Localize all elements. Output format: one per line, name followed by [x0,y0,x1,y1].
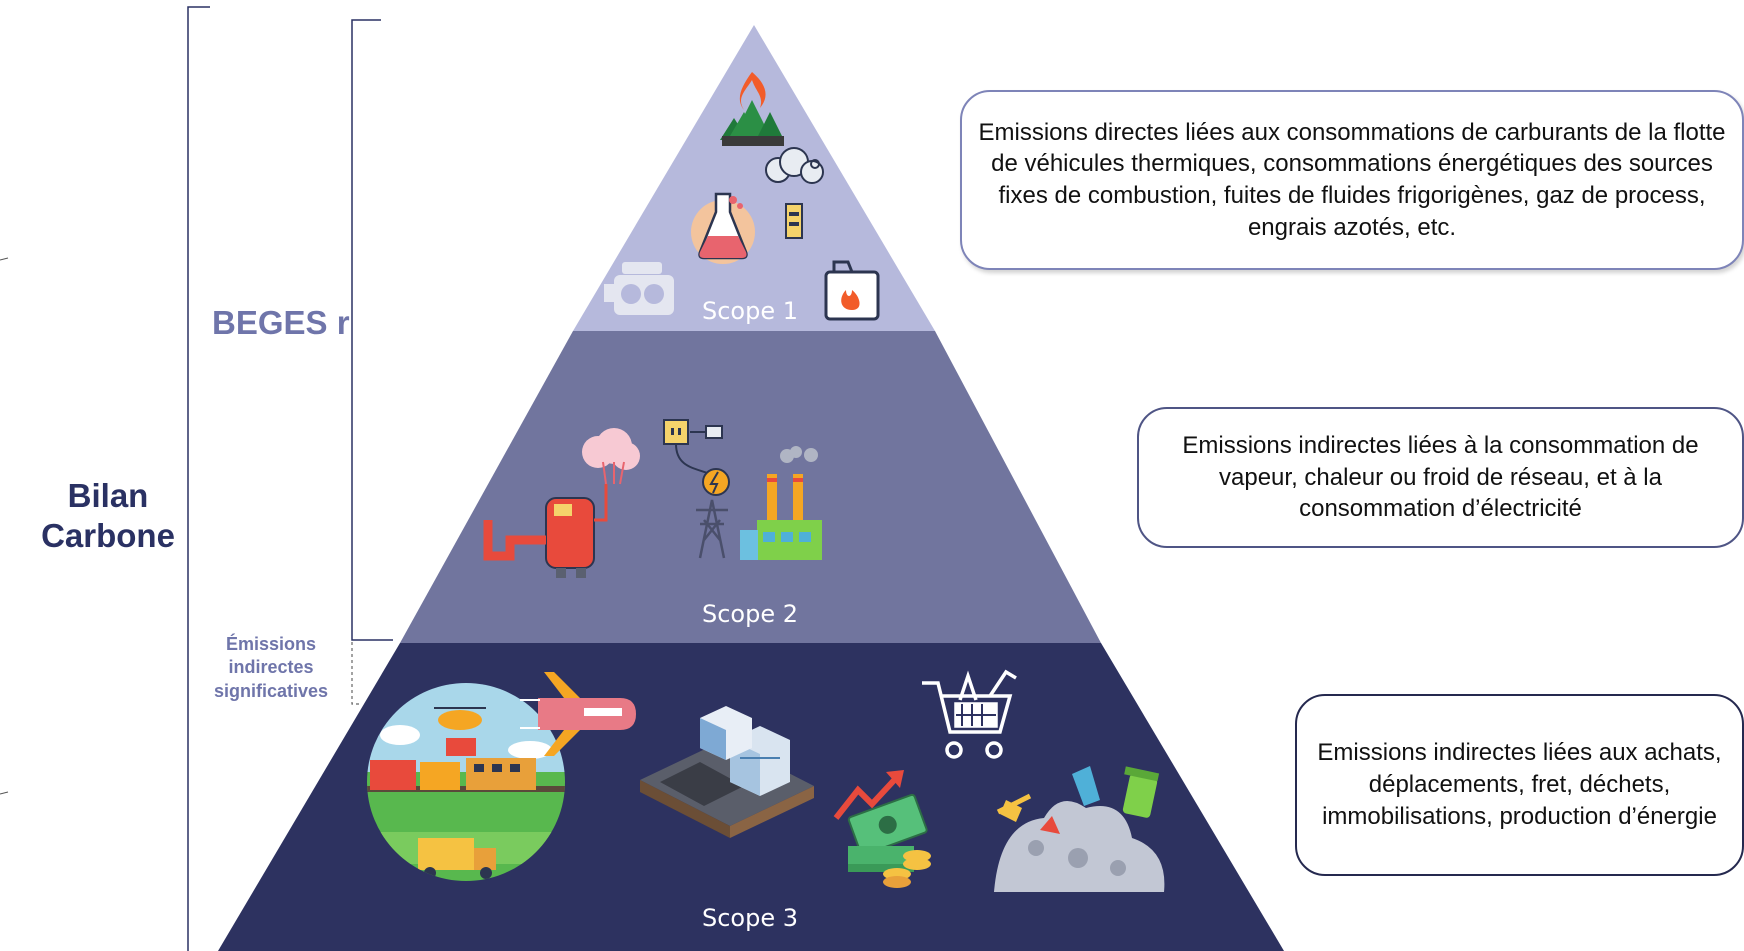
factory-smoke-icon [765,147,824,239]
edge-mark-bottom [0,791,9,795]
shopping-cart-icon [922,669,1017,759]
forest-fire-icon [720,72,784,146]
beges-label: BEGES r [212,304,350,341]
waste-pile-icon [994,766,1165,892]
scope-1-tier [573,25,935,331]
scope-2-description: Emissions indirectes liées à la consomma… [1137,407,1744,548]
power-plant-icon [740,446,822,560]
lab-flask-icon [691,192,755,264]
scope-1-label: Scope 1 [702,297,798,325]
scope-3-label: Scope 3 [702,904,798,932]
power-plug-icon [663,419,730,496]
indirect-significant-label: Émissions indirectes significatives [213,634,329,701]
airplane-icon [520,672,636,756]
transport-freight-icon [367,683,565,881]
building-icon [640,706,814,838]
scope-1-description: Emissions directes liées aux consommatio… [960,90,1744,270]
electricity-pylon-icon [696,499,728,559]
money-growth-icon [833,770,931,888]
scope-2-tier [400,331,1101,643]
bilan-carbone-bracket [187,6,210,951]
scope-3-description: Emissions indirectes liées aux achats, d… [1295,694,1744,876]
boiler-steam-icon [483,428,640,578]
beges-bracket [351,19,393,641]
scope-2-label: Scope 2 [702,600,798,628]
indirect-bracket [351,642,362,705]
engine-icon [604,262,674,315]
bilan-carbone-label: Bilan Carbone [41,477,175,554]
edge-mark-top [0,257,9,261]
fuel-can-icon [824,260,880,321]
